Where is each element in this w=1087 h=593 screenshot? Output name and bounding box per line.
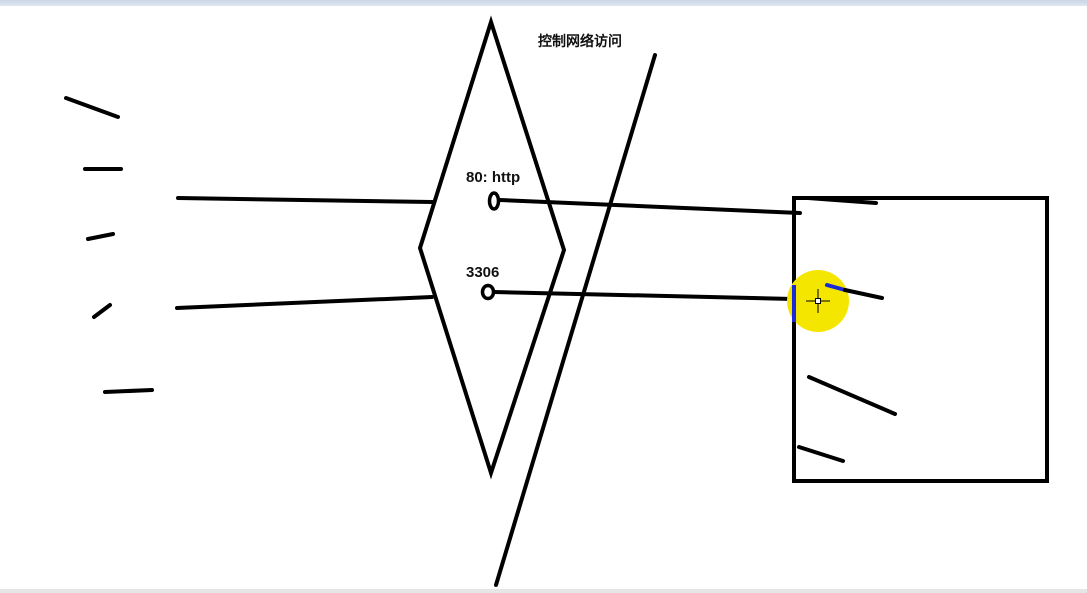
drawing-canvas[interactable] [0, 6, 1087, 593]
server-stub-3 [797, 445, 845, 463]
server-stub-1 [843, 288, 884, 300]
client-line-http [176, 196, 434, 204]
http-link-line [498, 198, 802, 215]
port-marker-mysql [480, 283, 496, 301]
mysql-link-line [492, 290, 795, 301]
port-marker-http [487, 191, 501, 211]
server-stub-top [806, 196, 878, 205]
barrier-line [494, 53, 657, 587]
diagram-title: 控制网络访问 [538, 33, 622, 49]
crosshair-move-icon [806, 289, 830, 313]
cursor-accent-stroke [825, 283, 847, 292]
left-stub-3 [86, 232, 115, 241]
left-stub-4 [92, 303, 112, 319]
gateway-diamond [417, 15, 567, 480]
window-title-bar [0, 0, 1087, 6]
left-stub-1 [64, 96, 120, 119]
left-stub-5 [103, 388, 154, 394]
window-bottom-edge [0, 589, 1087, 593]
server-stub-2 [807, 375, 897, 416]
port-label-http: 80: http [466, 169, 520, 186]
client-line-mysql [175, 295, 434, 310]
port-label-mysql: 3306 [466, 264, 499, 281]
server-box [792, 196, 1049, 483]
